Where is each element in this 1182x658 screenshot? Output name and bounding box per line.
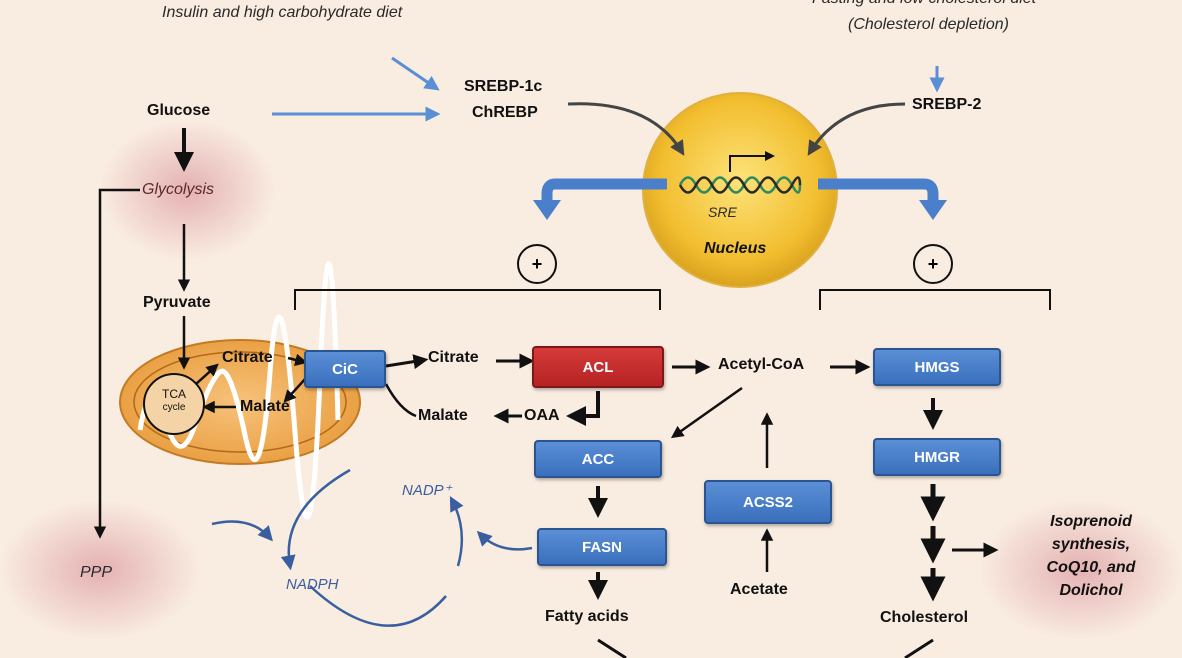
ppp-to-nadph-arrow xyxy=(211,520,273,542)
oaa-label: OAA xyxy=(524,407,560,424)
right-bracket xyxy=(819,289,1051,310)
nadp-nadph-cycle-right xyxy=(449,496,464,567)
chrebp-label: ChREBP xyxy=(472,104,538,121)
nucleus-label: Nucleus xyxy=(704,240,767,257)
cic-to-citrate-out-arrow xyxy=(385,354,429,370)
acetyl-coa-label: Acetyl-CoA xyxy=(718,356,805,373)
transcription-start-arrow xyxy=(729,151,775,172)
acl-to-oaa-arrow xyxy=(566,391,600,426)
nadph-label: NADPH xyxy=(286,576,339,593)
ppp-highlight xyxy=(0,500,200,640)
glycolysis-label: Glycolysis xyxy=(142,181,215,198)
pyruvate-label: Pyruvate xyxy=(143,294,211,311)
plus-sign-left: + xyxy=(517,244,557,284)
insulin-diet-label: Insulin and high carbohydrate diet xyxy=(162,4,403,21)
fattyacids-continue-arrow xyxy=(597,638,627,658)
glycolysis-highlight xyxy=(100,120,275,260)
fasn-to-nadp-arrow xyxy=(476,530,533,551)
fasn-box: FASN xyxy=(537,528,667,566)
nadp-nadph-cycle-bottom xyxy=(309,585,447,627)
srebp2-label: SREBP-2 xyxy=(912,96,982,113)
sre-label: SRE xyxy=(708,204,737,220)
cholesterol-continue-arrow xyxy=(904,638,934,658)
malate-label: Malate xyxy=(418,407,468,424)
dna-helix-icon xyxy=(678,176,802,194)
nadp-nadph-cycle-left xyxy=(280,468,351,571)
glycolysis-to-ppp-arrow xyxy=(93,188,140,539)
tca-label-line2: cycle xyxy=(162,402,186,413)
left-bracket xyxy=(294,289,661,310)
cic-to-malate-arrow xyxy=(283,377,307,403)
citrate-label: Citrate xyxy=(428,349,479,366)
cholesterol-depletion-label: (Cholesterol depletion) xyxy=(848,16,1009,33)
nucleus-to-lipogenesis-arrow xyxy=(541,178,667,202)
isoprenoid-line4: Dolichol xyxy=(1059,582,1123,599)
hmgs-box: HMGS xyxy=(873,348,1001,386)
srebp2-to-nucleus-arrow xyxy=(807,102,906,156)
cholesterol-label: Cholesterol xyxy=(880,609,969,626)
mito-citrate-label: Citrate xyxy=(222,349,273,366)
fasting-diet-label: Fasting and low cholesterol diet xyxy=(812,0,1036,8)
plus-sign-right: + xyxy=(913,244,953,284)
tca-label: TCA cycle xyxy=(154,388,194,414)
isoprenoid-highlight xyxy=(980,500,1182,640)
srebp1c-label: SREBP-1c xyxy=(464,78,543,95)
acetylcoa-to-acc-arrow xyxy=(670,386,743,439)
ppp-label: PPP xyxy=(80,564,113,581)
srebp1c-to-nucleus-arrow xyxy=(567,102,685,156)
nadp-label: NADP⁺ xyxy=(402,482,452,499)
nucleus-to-cholesterogenesis-arrow xyxy=(818,178,939,202)
glucose-label: Glucose xyxy=(147,102,211,119)
cic-box: CiC xyxy=(304,350,386,388)
mito-malate-label: Malate xyxy=(240,398,290,415)
acl-box: ACL xyxy=(532,346,664,388)
acc-box: ACC xyxy=(534,440,662,478)
isoprenoid-label: Isoprenoid synthesis, CoQ10, and Dolicho… xyxy=(1026,510,1156,602)
tca-label-line1: TCA xyxy=(162,387,186,401)
isoprenoid-line1: Isoprenoid xyxy=(1050,513,1132,530)
nucleus-to-cholesterogenesis-arrowhead xyxy=(919,200,947,220)
citrate-to-cic-arrow xyxy=(287,353,308,366)
acss2-box: ACSS2 xyxy=(704,480,832,524)
acetate-label: Acetate xyxy=(730,581,788,598)
tca-to-citrate-arrow xyxy=(195,363,219,385)
hmgr-box: HMGR xyxy=(873,438,1001,476)
isoprenoid-line3: CoQ10, and xyxy=(1046,559,1136,576)
malate-to-cic-arrow xyxy=(384,383,417,418)
fatty-acids-label: Fatty acids xyxy=(545,608,629,625)
isoprenoid-line2: synthesis, xyxy=(1051,536,1131,553)
nucleus-to-lipogenesis-arrowhead xyxy=(533,200,561,220)
insulin-arrow xyxy=(391,56,440,91)
